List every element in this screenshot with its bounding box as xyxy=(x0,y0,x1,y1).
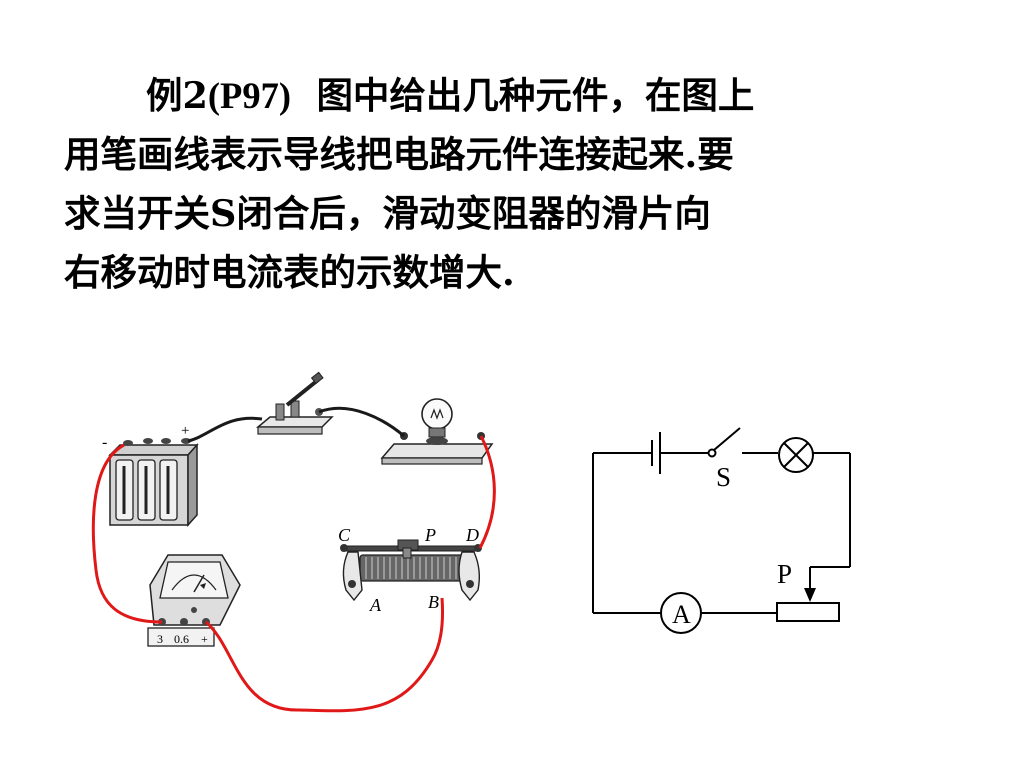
problem-line-1-text: 图中给出几种元件，在图上 xyxy=(316,74,755,117)
battery-minus-label: - xyxy=(102,434,107,451)
schematic-ammeter-label: A xyxy=(672,600,691,629)
ammeter-terminal-0.6: 0.6 xyxy=(174,632,189,646)
wire-battery-minus-to-ammeter xyxy=(91,443,163,624)
schematic-switch-label: S xyxy=(716,462,731,492)
problem-line-4: 右移动时电流表的示数增大. xyxy=(64,251,515,294)
knife-switch xyxy=(255,371,334,435)
rheostat-label-a: A xyxy=(369,595,382,615)
rheostat-label-d: D xyxy=(465,525,479,545)
wire-lamp-to-rheostat-d xyxy=(478,435,496,549)
wire-ammeter-to-rheostat-b xyxy=(205,597,445,713)
wire-switch-to-lamp xyxy=(318,406,405,438)
rheostat-label-c: C xyxy=(338,525,351,545)
lamp-symbol xyxy=(778,437,814,473)
problem-line-2: 用笔画线表示导线把电路元件连接起来.要 xyxy=(64,133,734,176)
switch-symbol xyxy=(707,427,741,458)
problem-line-3: 求当开关S闭合后，滑动变阻器的滑片向 xyxy=(64,192,711,235)
rheostat-symbol xyxy=(776,602,840,622)
battery-plus-label: + xyxy=(181,423,189,439)
rheostat-label-b: B xyxy=(428,592,439,612)
ammeter-terminal-3: 3 xyxy=(157,632,163,646)
rheostat: C P D A B xyxy=(338,525,482,615)
rheostat-label-p: P xyxy=(424,525,436,545)
battery-pack: - + xyxy=(102,423,199,527)
example-number: 例2 xyxy=(146,74,208,117)
ammeter-device: 3 0.6 + xyxy=(147,554,241,647)
wire-battery-to-switch xyxy=(187,416,263,443)
component-photo: - + xyxy=(91,371,496,713)
schematic-slider-label: P xyxy=(777,559,792,589)
lamp xyxy=(380,398,494,465)
problem-line-1: 例2(P97) 图中给出几种元件，在图上 xyxy=(64,66,964,125)
problem-text: 例2(P97) 图中给出几种元件，在图上 用笔画线表示导线把电路元件连接起来.要… xyxy=(64,66,964,302)
circuit-schematic xyxy=(592,427,851,634)
battery-symbol xyxy=(651,432,661,474)
page-reference: (P97) xyxy=(207,75,292,116)
ammeter-terminal-plus: + xyxy=(201,632,208,646)
